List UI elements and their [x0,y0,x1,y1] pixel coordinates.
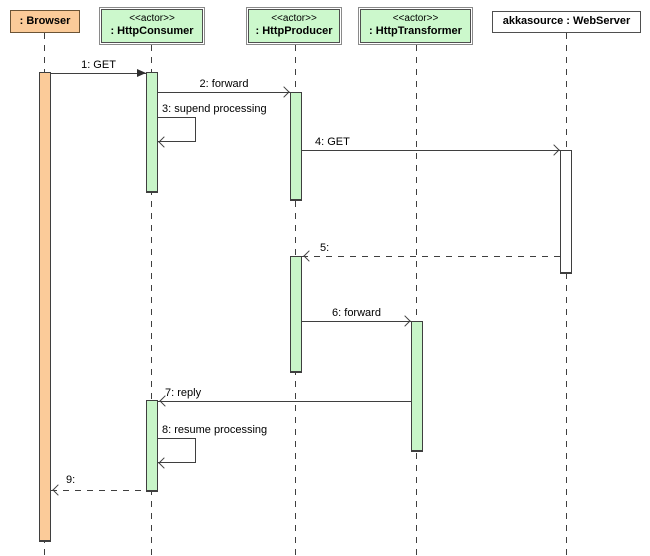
message-label-6: 6: forward [332,307,381,319]
actor-name: : HttpTransformer [369,25,462,38]
message-label-8: 8: resume processing [162,424,268,436]
actor-head-browser: : Browser [10,10,80,33]
activation-http-transformer [411,321,423,452]
arrowhead-open-right-icon [548,144,560,156]
actor-head-http-consumer: <<actor>> : HttpConsumer [101,9,203,43]
activation-http-producer-2 [290,256,302,373]
actor-name: : HttpConsumer [110,25,194,38]
actor-name: akkasource : WebServer [502,15,631,28]
message-line-1 [51,73,146,74]
message-line-2 [158,92,290,93]
activation-browser [39,72,51,542]
message-line-7 [158,401,411,402]
message-label-7: 7: reply [165,387,202,399]
message-label-1: 1: GET [81,59,116,71]
message-label-2: 2: forward [199,78,249,90]
arrowhead-filled-right-icon [137,69,146,77]
activation-http-consumer-1 [146,72,158,193]
activation-http-producer-1 [290,92,302,201]
message-self-loop-8 [157,438,196,463]
message-line-9 [51,490,146,491]
message-line-4 [302,150,560,151]
message-label-3: 3: supend processing [162,103,267,115]
lifeline-web-server [566,33,567,556]
message-self-loop-3 [157,117,196,142]
actor-stereotype: <<actor>> [271,12,317,24]
arrowhead-open-left-icon [52,484,64,496]
actor-stereotype: <<actor>> [392,12,439,24]
actor-name: : HttpProducer [255,25,333,38]
actor-head-http-producer: <<actor>> : HttpProducer [248,9,340,43]
lifeline-http-consumer [151,45,152,556]
arrowhead-open-left-icon [303,250,315,262]
message-line-5 [302,256,560,257]
message-label-9: 9: [66,474,76,486]
message-label-4: 4: GET [315,136,350,148]
activation-http-consumer-2 [146,400,158,492]
message-line-6 [302,321,411,322]
lifeline-http-transformer [416,45,417,556]
actor-head-web-server: akkasource : WebServer [492,11,641,33]
actor-stereotype: <<actor>> [129,12,175,24]
message-label-5: 5: [320,242,330,254]
actor-name: : Browser [19,14,71,27]
actor-head-http-transformer: <<actor>> : HttpTransformer [360,9,471,43]
activation-web-server [560,150,572,274]
